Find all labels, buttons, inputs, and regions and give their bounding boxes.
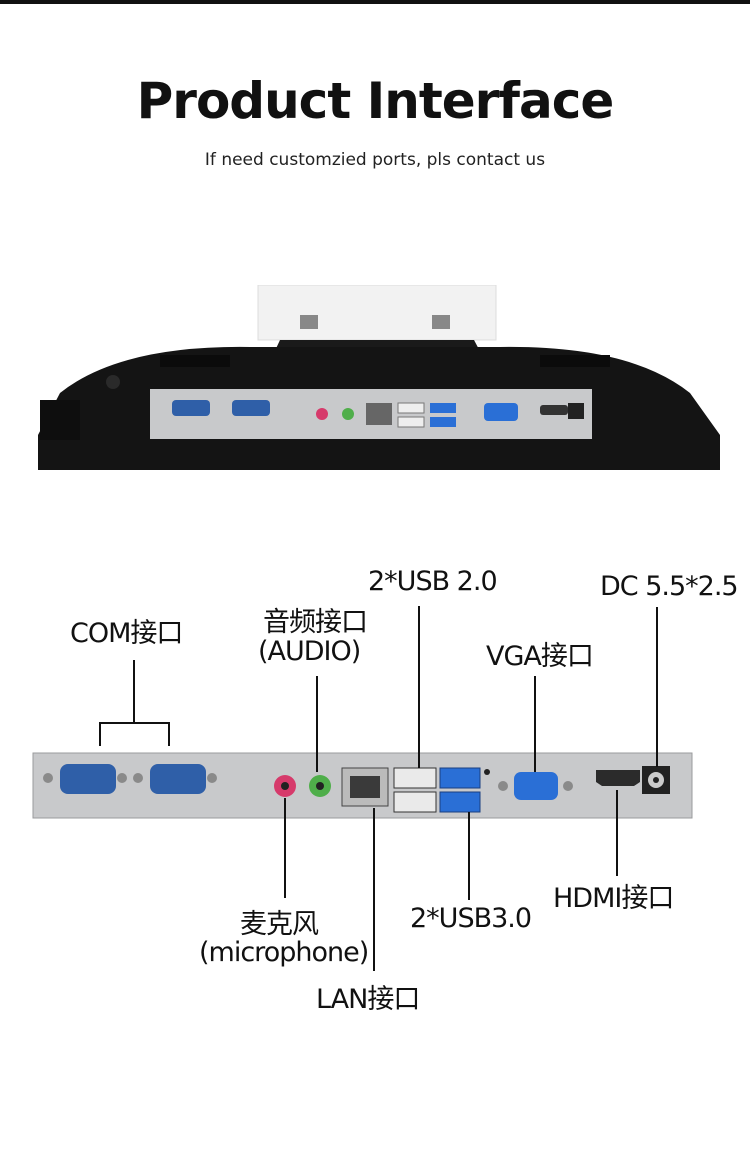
com-callout-line [168,722,170,746]
vga-port-icon [484,403,518,421]
audio-jack-icon [342,408,354,420]
mic-callout-line [284,798,286,898]
hdmi-callout-line [616,790,618,876]
hdmi-port-icon [596,770,640,786]
usb2-callout-line [418,606,420,768]
product-photo [38,285,720,470]
com-callout-line [99,722,101,746]
label-mic-en: (microphone) [199,937,369,968]
screw-icon [432,315,450,329]
audio-callout-line [316,676,318,772]
dc-callout-line [656,607,658,767]
port-panel [32,752,693,819]
label-hdmi: HDMI接口 [553,883,674,914]
com-port-1-icon [60,764,116,794]
com-port-2-icon [150,764,206,794]
label-usb2: 2*USB 2.0 [368,566,498,597]
com-callout-line [99,722,170,724]
label-audio-cn: 音频接口 [263,607,368,638]
usb3-port-icon [439,791,481,813]
page-title: Product Interface [136,72,615,130]
lan-callout-line [373,808,375,971]
usb3-port-icon [439,767,481,789]
usb3-callout-line [468,812,470,900]
usb2-port-icon [393,791,437,813]
screw-icon [300,315,318,329]
label-usb3: 2*USB3.0 [410,903,532,934]
label-mic-cn: 麦克风 [240,909,319,940]
com-port-icon [172,400,210,416]
page-subtitle: If need customzied ports, pls contact us [204,150,546,170]
label-vga: VGA接口 [486,641,594,672]
label-lan: LAN接口 [316,984,420,1015]
usb2-port-icon [393,767,437,789]
label-com: COM接口 [70,618,183,649]
com-port-icon [232,400,270,416]
lan-port-icon [366,403,392,425]
mic-jack-icon [316,408,328,420]
top-border [0,0,750,4]
label-dc: DC 5.5*2.5 [600,571,739,602]
hdmi-port-icon [540,405,568,415]
vga-port-icon [514,772,558,800]
vga-callout-line [534,676,536,772]
com-callout-line [133,660,135,724]
label-audio-en: (AUDIO) [258,636,361,667]
